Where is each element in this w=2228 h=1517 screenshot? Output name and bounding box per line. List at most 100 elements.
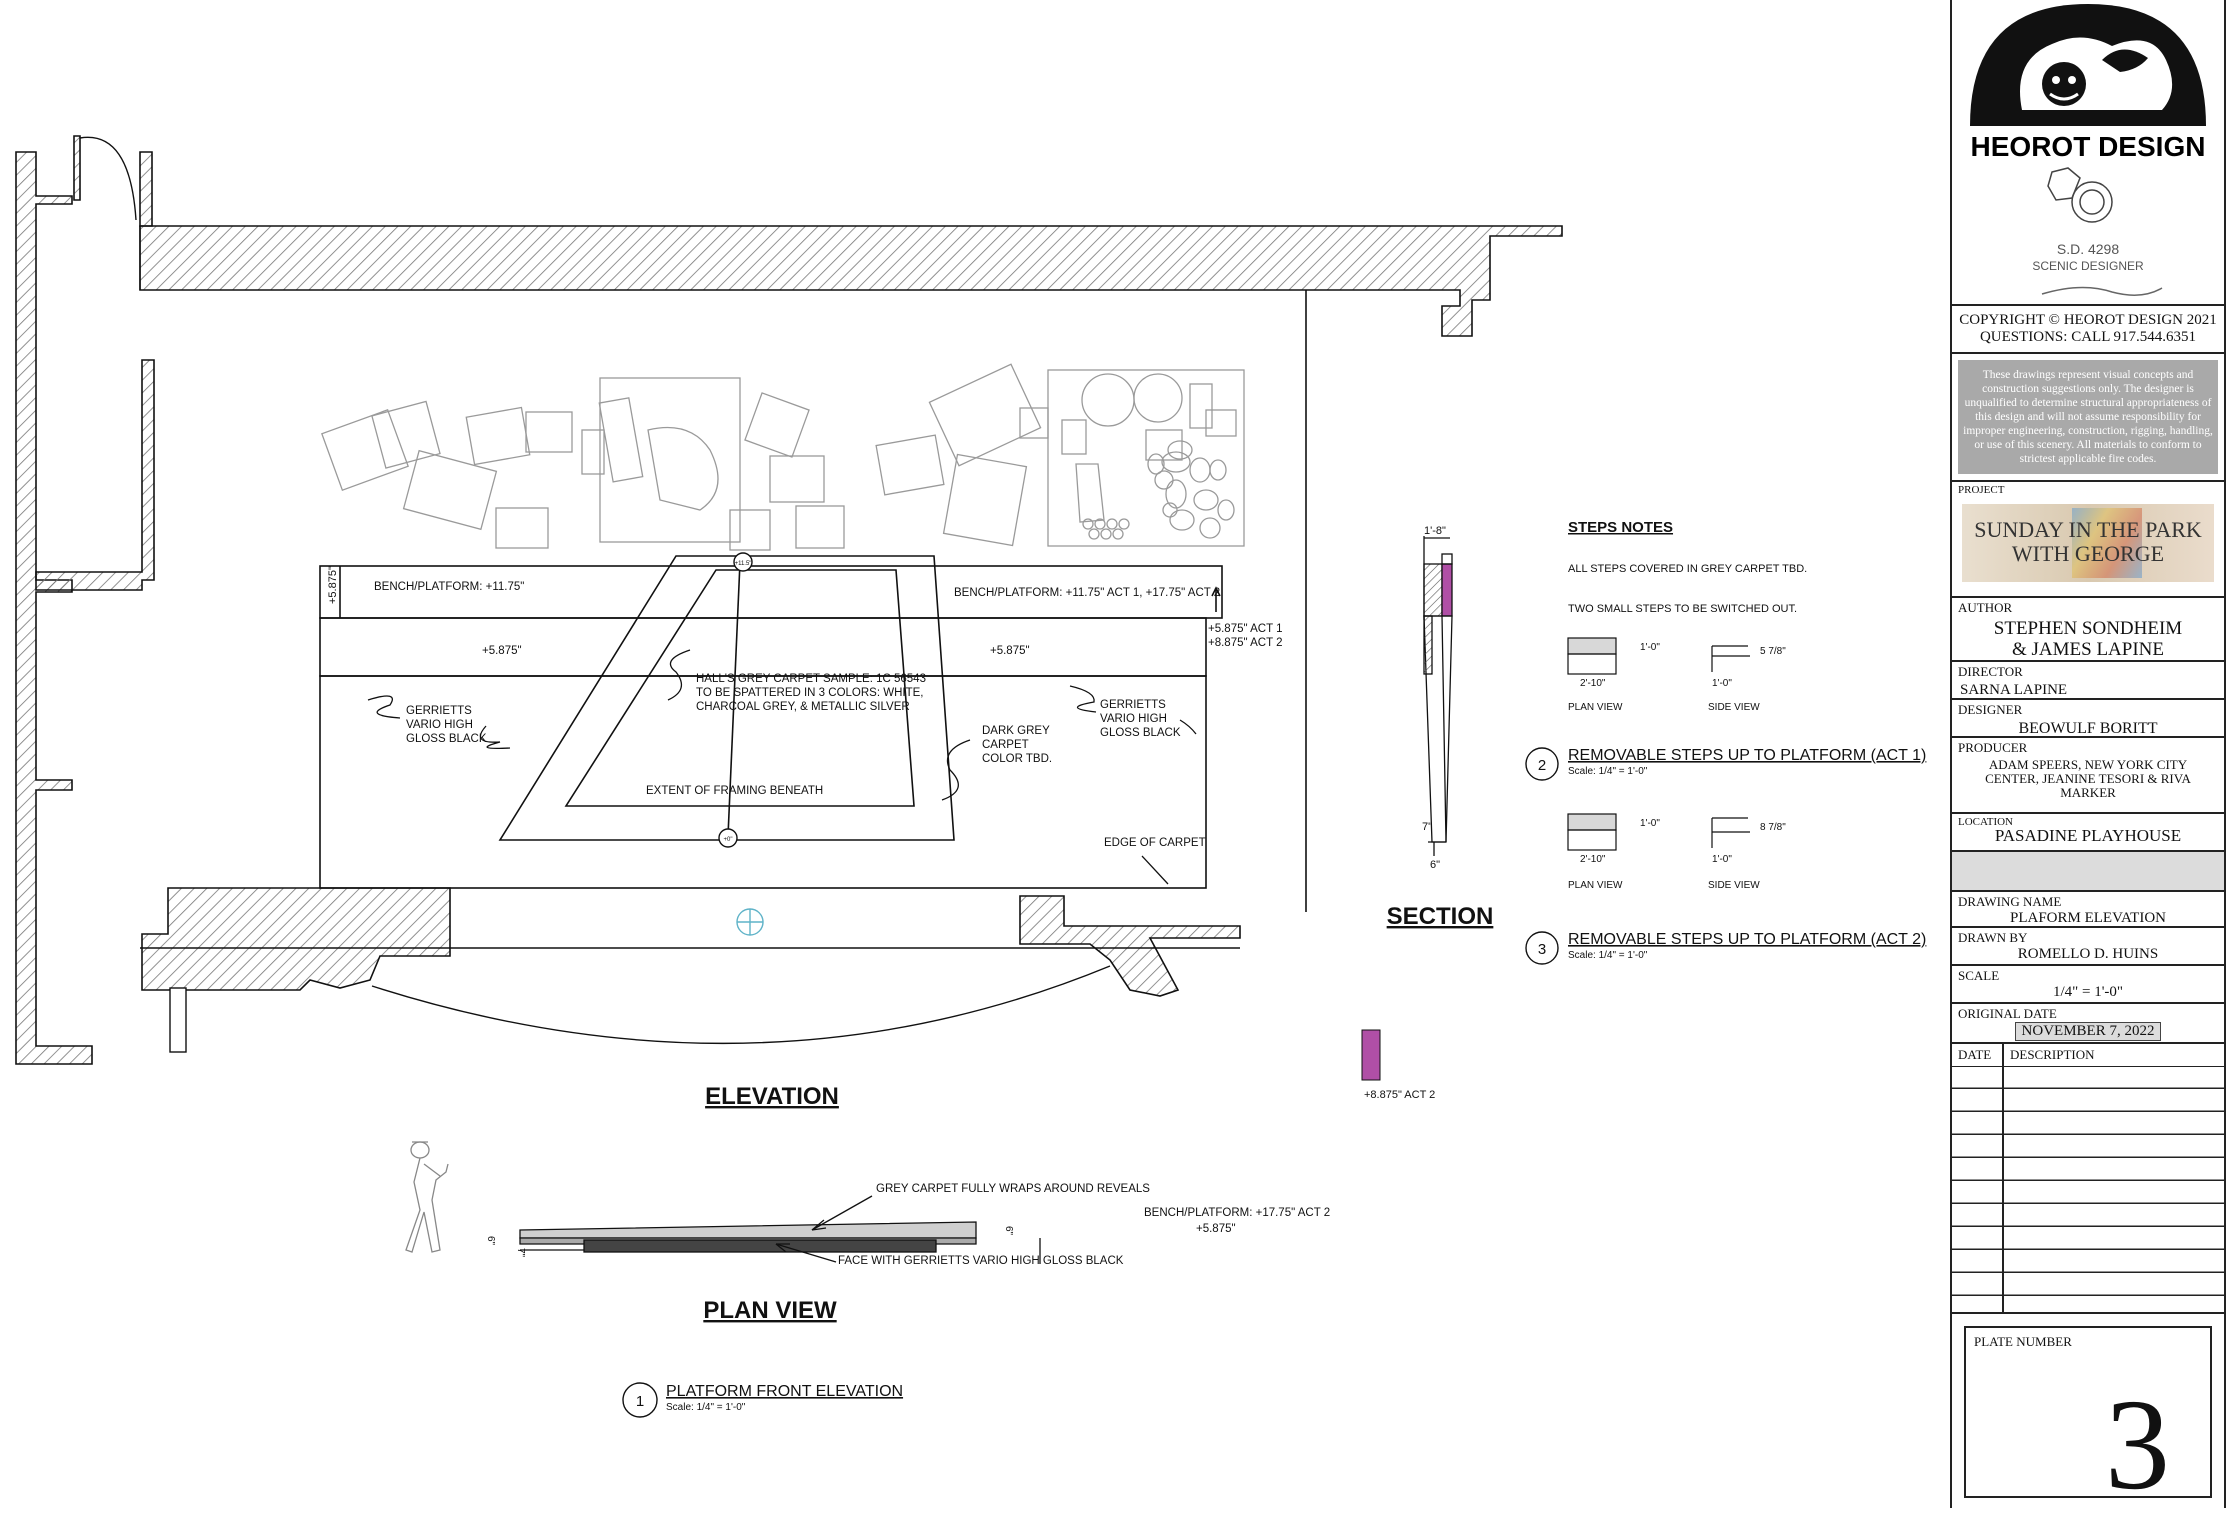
- callout-steps-act2: 3 REMOVABLE STEPS UP TO PLATFORM (ACT 2)…: [1525, 931, 1926, 965]
- piano-icon: [647, 426, 719, 511]
- gerriets-left-1: GERRIETTS: [406, 705, 472, 717]
- furniture-piece: [598, 397, 644, 483]
- revision-table: DATE DESCRIPTION: [1952, 1044, 2224, 1314]
- step2-diagrams: [1567, 813, 1750, 851]
- gerriets-right-2: VARIO HIGH: [1100, 713, 1167, 725]
- disclaimer-section: These drawings represent visual concepts…: [1952, 354, 2224, 482]
- plan-face-note: FACE WITH GERRIETTS VARIO HIGH GLOSS BLA…: [838, 1255, 1124, 1267]
- step2-plan-view: PLAN VIEW: [1568, 880, 1623, 891]
- center-mark-icon: [736, 908, 764, 936]
- proscenium-left: [141, 887, 451, 991]
- disclaimer-text: These drawings represent visual concepts…: [1958, 360, 2218, 474]
- gerriets-left-3: GLOSS BLACK: [406, 733, 487, 745]
- author-label: AUTHOR: [1958, 600, 2013, 615]
- top-height-marker: [733, 552, 753, 572]
- furniture-piece: [525, 411, 573, 453]
- drawing-name-value: PLAFORM ELEVATION: [2010, 910, 2166, 926]
- revision-rows: [1952, 1066, 2224, 1314]
- edge-of-carpet-label: EDGE OF CARPET: [1104, 837, 1206, 849]
- step1-side-view: SIDE VIEW: [1708, 702, 1760, 713]
- step2-plan-h: 1'-0": [1640, 818, 1660, 829]
- section-dim-bottom-a: 7": [1422, 821, 1432, 833]
- producer-line2: CENTER, JEANINE TESORI & RIVA: [1985, 771, 2191, 786]
- door-swing: [79, 136, 137, 221]
- callout-scale: Scale: 1/4" = 1'-0": [666, 1402, 746, 1413]
- plan-wrap-note: GREY CARPET FULLY WRAPS AROUND REVEALS: [876, 1183, 1150, 1195]
- director-value: SARNA LAPINE: [1960, 682, 2068, 698]
- logo-company-text: HEOROT DESIGN: [1971, 131, 2206, 162]
- furniture-piece: [795, 505, 845, 549]
- project-section: PROJECT SUNDAY IN THE PARK WITH GEORGE: [1952, 482, 2224, 598]
- title-block: HEOROT DESIGN S.D. 4298 SCENIC DESIGNER …: [1950, 0, 2226, 1517]
- leader-squiggles: [367, 649, 1197, 885]
- plan-platform: [519, 1195, 1041, 1264]
- proscenium-right: [1019, 895, 1241, 997]
- revision-desc-header: DESCRIPTION: [2010, 1047, 2095, 1062]
- dark-carpet-2: CARPET: [982, 739, 1029, 751]
- furniture-piece: [729, 509, 771, 551]
- blank-gray-section: [1952, 852, 2224, 892]
- bench-left-label: BENCH/PLATFORM: +11.75": [374, 581, 524, 593]
- furniture-piece: [1061, 419, 1087, 455]
- platform-main-deck: [319, 675, 1207, 889]
- callout-number: 2: [1538, 757, 1546, 774]
- act1-height: +5.875" ACT 1: [1208, 623, 1283, 635]
- plan-bench-sub: +5.875": [1196, 1223, 1236, 1235]
- act2-legend-label: +8.875" ACT 2: [1364, 1089, 1435, 1101]
- elevation-labels: +5.875" BENCH/PLATFORM: +11.75" BENCH/PL…: [327, 566, 1283, 849]
- plate-label: PLATE NUMBER: [1974, 1334, 2072, 1349]
- drawing-sheet: +11.5" +0" +5.875" BENCH/PLATFORM: +11.7…: [15, 135, 1926, 1418]
- step1-plan-view: PLAN VIEW: [1568, 702, 1623, 713]
- furniture-piece: [744, 392, 810, 458]
- elevation-title: ELEVATION: [705, 1083, 839, 1110]
- section-dim-top: 1'-8": [1424, 525, 1446, 537]
- callout-title: REMOVABLE STEPS UP TO PLATFORM (ACT 1): [1568, 747, 1926, 764]
- section-title: SECTION: [1387, 903, 1494, 930]
- furniture-piece: [581, 429, 605, 475]
- platform-step-tier: [319, 617, 1207, 677]
- producer-line1: ADAM SPEERS, NEW YORK CITY: [1988, 757, 2188, 772]
- stamp-role: SCENIC DESIGNER: [2032, 259, 2144, 273]
- furniture-piece: [321, 409, 409, 491]
- gerriets-right-1: GERRIETTS: [1100, 699, 1166, 711]
- left-height-label: +5.875": [327, 566, 339, 604]
- furniture-piece: [769, 455, 825, 503]
- step1-diagrams: [1567, 637, 1750, 675]
- step1-plan-w: 2'-10": [1580, 678, 1606, 689]
- mid-left-height: +5.875": [482, 645, 522, 657]
- original-date-label: ORIGINAL DATE: [1958, 1006, 2057, 1021]
- carpet-note-1: HALL'S GREY CARPET SAMPLE: 1C 56543: [696, 673, 926, 685]
- plan-gerriets-face: [583, 1239, 937, 1253]
- director-label: DIRECTOR: [1958, 664, 2023, 679]
- original-date-section: ORIGINAL DATE NOVEMBER 7, 2022: [1952, 1004, 2224, 1044]
- center-dimension-line: [727, 561, 741, 837]
- drum-cluster: [1082, 440, 1235, 540]
- copyright-section: COPYRIGHT © HEOROT DESIGN 2021 QUESTIONS…: [1952, 306, 2224, 354]
- drawn-by-section: DRAWN BY ROMELLO D. HUINS: [1952, 928, 2224, 966]
- project-logo-line2: WITH GEORGE: [2011, 541, 2165, 566]
- door-jamb: [139, 151, 153, 227]
- dark-carpet-3: COLOR TBD.: [982, 753, 1052, 765]
- plate-number: 3: [2105, 1373, 2170, 1517]
- step1-plan-h: 1'-0": [1640, 642, 1660, 653]
- framing-trapezoid-inner: [564, 569, 915, 807]
- callout-number: 1: [636, 1393, 644, 1410]
- designer-signature: [2041, 286, 2163, 296]
- section-view: [1423, 536, 1453, 856]
- step2-plan-w: 2'-10": [1580, 854, 1606, 865]
- scale-value: 1/4" = 1'-0": [2052, 984, 2124, 1000]
- furniture-piece: [495, 507, 549, 549]
- column-stub: [169, 987, 187, 1053]
- piano-platform: [599, 377, 741, 543]
- furniture-platform: [1047, 369, 1245, 547]
- section-dim-bottom-b: 6": [1430, 859, 1440, 871]
- steps-notes-title: STEPS NOTES: [1568, 519, 1673, 536]
- plan-labels: 6" 7" 6" GREY CARPET FULLY WRAPS AROUND …: [485, 1183, 1330, 1267]
- callout-scale: Scale: 1/4" = 1'-0": [1568, 766, 1648, 777]
- location-value: PASADINE PLAYHOUSE: [1994, 826, 2182, 845]
- gerriets-right-3: GLOSS BLACK: [1100, 727, 1181, 739]
- bottom-height-marker: [718, 828, 738, 848]
- callout-number: 3: [1538, 941, 1546, 958]
- door-jamb-left: [73, 135, 81, 201]
- questions-text: QUESTIONS: CALL 917.544.6351: [1979, 329, 2197, 345]
